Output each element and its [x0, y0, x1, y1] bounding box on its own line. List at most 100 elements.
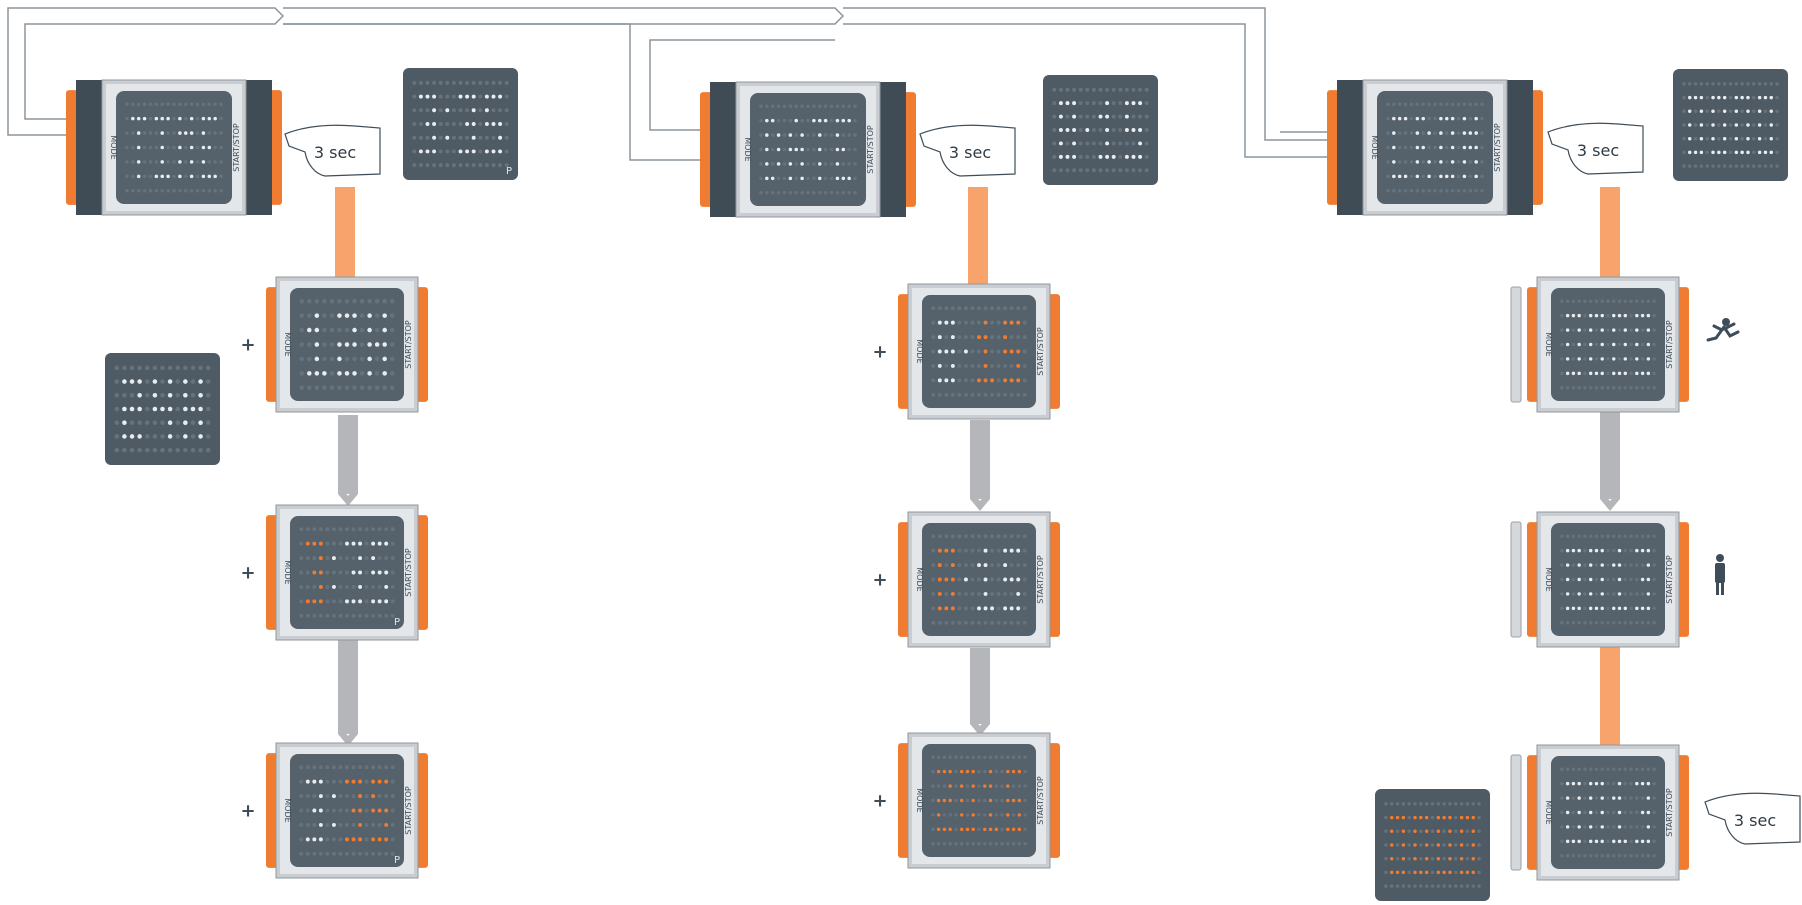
watch-display: [299, 765, 395, 856]
date-arrow-1: [970, 420, 990, 511]
watch-display: [1560, 299, 1656, 390]
connector-lines: [7, 7, 1338, 161]
start-stop-label: START/STOP: [1665, 555, 1674, 604]
time-step-1: MODE START/STOP +: [240, 276, 428, 413]
date-step-3: MODE START/STOP +: [872, 732, 1060, 869]
date-preview: [1043, 75, 1158, 185]
plus-label: +: [872, 791, 887, 812]
strap-left: [76, 80, 104, 215]
line-date-top: [649, 39, 835, 131]
time-preview-indicator: P: [506, 166, 512, 177]
side-bar: [1510, 286, 1522, 403]
chrono-arrow-1: [1600, 410, 1620, 511]
time-24h-preview: [105, 353, 220, 465]
pm-indicator: P: [394, 617, 400, 628]
chrono-preview: [1673, 69, 1788, 181]
line-time: [7, 7, 285, 136]
mode-label: MODE: [915, 339, 924, 363]
chrono-step-3: MODE START/STOP: [1510, 744, 1689, 881]
time-24h-preview-matrix: [114, 365, 211, 453]
running-icon: [1706, 318, 1740, 342]
strap-right: [244, 80, 272, 215]
mode-label: MODE: [283, 560, 292, 584]
hold-label: 3 sec: [314, 143, 356, 162]
time-preview: P: [403, 68, 518, 180]
flow-arrows: [335, 187, 1620, 746]
time-hold-hand: 3 sec: [284, 124, 381, 177]
chrono-hold-hand: 3 sec: [1547, 122, 1644, 175]
chrono-reset-hand: 3 sec: [1704, 792, 1801, 845]
chrono-connector: [1600, 187, 1620, 277]
line-date: [283, 23, 700, 161]
hand-icon: [1547, 122, 1644, 175]
start-stop-label: START/STOP: [1493, 123, 1502, 172]
strap-right: [1505, 80, 1533, 215]
mode-label: MODE: [109, 135, 118, 159]
line-top-2: [843, 7, 1338, 141]
strap-left: [710, 82, 738, 217]
time-arrow-2: [338, 640, 358, 746]
mode-label: MODE: [743, 137, 752, 161]
start-stop-label: START/STOP: [404, 548, 413, 597]
start-stop-label: START/STOP: [1036, 776, 1045, 825]
line-chrono: [843, 23, 1338, 158]
start-stop-label: START/STOP: [866, 125, 875, 174]
hold-label: 3 sec: [1734, 811, 1776, 830]
start-stop-label: START/STOP: [404, 320, 413, 369]
chrono-reset-preview-matrix: [1384, 802, 1481, 888]
time-connector: [335, 187, 355, 278]
start-stop-label: START/STOP: [1665, 788, 1674, 837]
chrono-reset-preview: [1375, 789, 1490, 901]
date-arrow-2: [970, 648, 990, 736]
plus-label: +: [872, 570, 887, 591]
mode-label: MODE: [1370, 135, 1379, 159]
time-arrow-1: [338, 415, 358, 506]
plus-label: +: [872, 342, 887, 363]
date-mode-watch: MODE START/STOP: [700, 81, 916, 218]
hold-label: 3 sec: [949, 143, 991, 162]
hand-icon: [919, 124, 1016, 177]
side-bar: [1510, 754, 1522, 871]
hold-label: 3 sec: [1577, 141, 1619, 160]
extras: P 3 sec 3 sec 3 sec 3 sec: [105, 68, 1801, 901]
date-step-2: MODE START/STOP +: [872, 511, 1060, 648]
mode-label: MODE: [283, 332, 292, 356]
mode-label: MODE: [283, 798, 292, 822]
mode-label: MODE: [915, 788, 924, 812]
start-stop-label: START/STOP: [1036, 327, 1045, 376]
chrono-step-2: MODE START/STOP: [1510, 511, 1689, 648]
start-stop-label: START/STOP: [232, 123, 241, 172]
chrono-mode-watch: MODE START/STOP: [1327, 79, 1543, 216]
side-bar: [1510, 521, 1522, 638]
strap-right: [878, 82, 906, 217]
time-step-2: MODE START/STOP P +: [240, 504, 428, 641]
plus-label: +: [240, 335, 255, 356]
mode-label: MODE: [915, 567, 924, 591]
date-connector: [968, 187, 988, 285]
date-preview-matrix: [1052, 87, 1149, 173]
watch-display: [299, 298, 395, 391]
plus-label: +: [240, 563, 255, 584]
watch-display: [759, 104, 857, 195]
start-stop-label: START/STOP: [404, 786, 413, 835]
mode-label: MODE: [1544, 567, 1553, 591]
mode-label: MODE: [1544, 800, 1553, 824]
watch-display: [1560, 534, 1656, 625]
start-stop-label: START/STOP: [1665, 320, 1674, 369]
mode-label: MODE: [1544, 332, 1553, 356]
watch-display: [299, 527, 395, 618]
hand-icon: [284, 124, 381, 177]
chrono-connector-2: [1600, 647, 1620, 745]
chrono-preview-matrix: [1682, 82, 1779, 168]
time-preview-matrix: [412, 80, 509, 168]
watch-display: [931, 306, 1027, 397]
watch-display: [1386, 102, 1484, 193]
start-stop-label: START/STOP: [1036, 555, 1045, 604]
date-hold-hand: 3 sec: [919, 124, 1016, 177]
line-top-1: [283, 7, 845, 25]
hand-icon: [1704, 792, 1801, 845]
standing-icon: [1715, 554, 1725, 595]
